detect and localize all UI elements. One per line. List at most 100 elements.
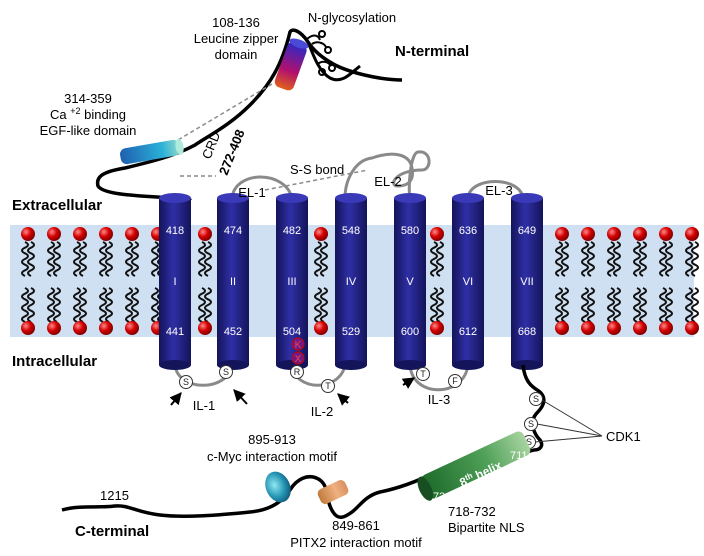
tm-bottom-residue: 612: [459, 326, 477, 338]
lipid-head-top: [659, 227, 673, 241]
tm-top-residue: 474: [224, 225, 242, 237]
kxr-motif: K X: [291, 337, 305, 365]
tm-roman-numeral: I: [173, 276, 176, 288]
leucine-zipper-range: 108-136: [212, 15, 260, 30]
el1-loop: [230, 175, 294, 199]
lipid-molecule: [581, 227, 595, 335]
leucine-zipper-line2: domain: [215, 47, 258, 62]
el2-loop: [343, 150, 431, 199]
egf-line1-rest: binding: [80, 107, 126, 122]
intracellular-label: Intracellular: [12, 353, 97, 370]
lipid-molecule: [633, 227, 647, 335]
lipid-head-bottom: [314, 321, 328, 335]
tm-top-residue: 418: [166, 225, 184, 237]
il3-label: IL-3: [428, 392, 450, 407]
il2-site-t: T: [325, 381, 331, 391]
lipid-head-bottom: [685, 321, 699, 335]
pitx2-range: 849-861: [332, 518, 380, 533]
extracellular-loops: [230, 150, 525, 199]
lipid-head-top: [21, 227, 35, 241]
lipid-molecule: [314, 227, 328, 335]
motif-x: X: [295, 354, 302, 365]
tm-roman-numeral: II: [230, 276, 236, 288]
tm-bottom-residue: 668: [518, 326, 536, 338]
lipid-molecule: [21, 227, 35, 335]
lipid-bilayer: [21, 227, 699, 335]
cterm-site-2: S: [528, 419, 534, 429]
lipid-head-top: [198, 227, 212, 241]
lipid-head-bottom: [633, 321, 647, 335]
lipid-molecule: [47, 227, 61, 335]
egf-line2: EGF-like domain: [40, 123, 137, 138]
motif-k: K: [295, 340, 302, 351]
lipid-head-bottom: [581, 321, 595, 335]
tm-roman-numeral: IV: [346, 276, 357, 288]
el2-label: EL-2: [374, 174, 401, 189]
eighth-helix: [417, 431, 531, 501]
tm-roman-numeral: VII: [520, 276, 533, 288]
lipid-head-top: [685, 227, 699, 241]
lipid-head-top: [430, 227, 444, 241]
extracellular-label: Extracellular: [12, 197, 102, 214]
lipid-head-top: [607, 227, 621, 241]
lipid-head-bottom: [125, 321, 139, 335]
lipid-molecule: [555, 227, 569, 335]
c-term-residue: 1215: [100, 488, 129, 503]
c-terminal-label: C-terminal: [75, 523, 149, 540]
tm-top-residue: 548: [342, 225, 360, 237]
tm-bottom-residue: 529: [342, 326, 360, 338]
pitx2-label: PITX2 interaction motif: [290, 535, 422, 550]
lipid-molecule: [198, 227, 212, 335]
tm-top-residue: 636: [459, 225, 477, 237]
il2-site-r: R: [294, 367, 301, 377]
egf-line1-text: Ca: [50, 107, 67, 122]
cmyc-label: c-Myc interaction motif: [207, 449, 337, 464]
el3-loop: [466, 180, 525, 199]
lipid-head-top: [314, 227, 328, 241]
lipid-head-bottom: [21, 321, 35, 335]
crd-dashed-top: [177, 83, 273, 141]
nls-range: 718-732: [448, 504, 496, 519]
helix-start-number: 731: [433, 491, 451, 503]
lipid-head-top: [633, 227, 647, 241]
lipid-head-top: [581, 227, 595, 241]
cterm-site-3: S: [526, 437, 532, 447]
cdk1-label: CDK1: [606, 429, 641, 444]
lipid-head-bottom: [47, 321, 61, 335]
il1-site-left: S: [183, 377, 189, 387]
tm-bottom-residue: 504: [283, 326, 301, 338]
helix-superscript: th: [463, 471, 474, 482]
lipid-molecule: [125, 227, 139, 335]
lipid-molecule: [430, 227, 444, 335]
cterm-site-1: S: [533, 394, 539, 404]
tm-bottom-residue: 452: [224, 326, 242, 338]
lipid-head-bottom: [659, 321, 673, 335]
lipid-head-top: [99, 227, 113, 241]
leucine-zipper-domain: [274, 38, 309, 91]
egf-like-domain: [120, 138, 184, 165]
lipid-head-bottom: [73, 321, 87, 335]
il1-site-right: S: [223, 367, 229, 377]
il2-label: IL-2: [311, 404, 333, 419]
cmyc-range: 895-913: [248, 432, 296, 447]
lipid-molecule: [99, 227, 113, 335]
ss-bond-line: [264, 169, 369, 191]
lipid-head-top: [555, 227, 569, 241]
lipid-head-top: [125, 227, 139, 241]
lipid-head-bottom: [99, 321, 113, 335]
lipid-head-bottom: [607, 321, 621, 335]
n-terminal-wiggle: [306, 41, 361, 82]
n-terminal-chain: [95, 28, 403, 201]
n-glycosylation-branches: [305, 30, 336, 76]
lipid-head-bottom: [430, 321, 444, 335]
c-terminal-chain: [61, 364, 546, 519]
tm-bottom-residue: 441: [166, 326, 184, 338]
nls-label: Bipartite NLS: [448, 520, 525, 535]
tm-roman-numeral: V: [406, 276, 414, 288]
tm-top-residue: 649: [518, 225, 536, 237]
